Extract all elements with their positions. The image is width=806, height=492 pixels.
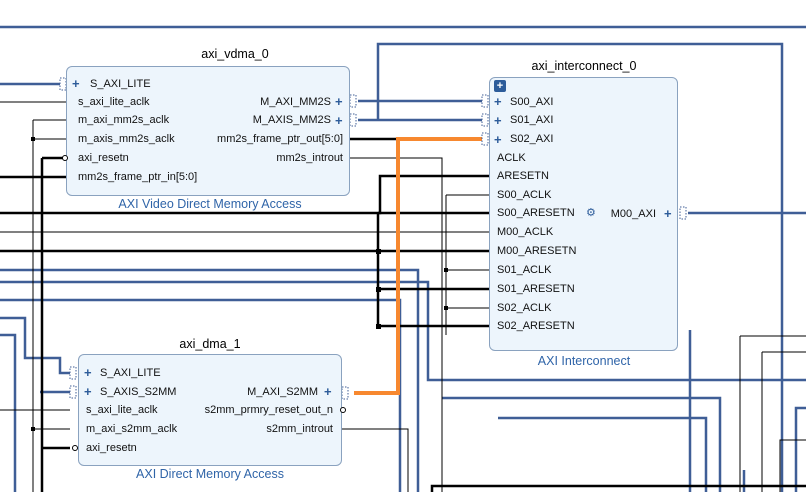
net-right-thin-5[interactable] (779, 439, 806, 492)
ic-port-s01-aresetn[interactable]: S01_ARESETN (497, 283, 575, 295)
ic-port-s01-axi[interactable]: S01_AXI (510, 114, 554, 126)
ic-port-m00-aresetn[interactable]: M00_ARESETN (497, 245, 577, 257)
bus-net-left-1[interactable] (0, 268, 420, 492)
vdma-maxis-plus-icon[interactable]: + (335, 113, 343, 128)
dma-resetn-open-pin-icon[interactable] (72, 445, 78, 451)
ic-port-s00-aclk[interactable]: S00_ACLK (497, 189, 552, 201)
ic-port-m00-axi[interactable]: M00_AXI (610, 208, 656, 220)
bus-net-left-4[interactable] (0, 316, 70, 375)
dma-port-m-axi-s2mm[interactable]: M_AXI_S2MM (247, 386, 318, 398)
dma-port-s2mm-prmry-reset-out-n[interactable]: s2mm_prmry_reset_out_n (204, 404, 333, 416)
interconnect-collapse-icon[interactable]: + (494, 80, 506, 92)
dma-port-s-axis-s2mm[interactable]: S_AXIS_S2MM (100, 386, 177, 398)
dma-reset-out-open-pin-icon[interactable] (340, 407, 346, 413)
net-dma-introut[interactable] (340, 428, 409, 492)
dma-port-s-axi-lite[interactable]: S_AXI_LITE (100, 367, 161, 379)
signal-nets (0, 101, 806, 492)
dma-block[interactable] (78, 354, 342, 466)
vdma-resetn-open-pin-icon[interactable] (62, 155, 68, 161)
vdma-port-m-axi-mm2s[interactable]: M_AXI_MM2S (260, 96, 331, 108)
bus-net-vdma-maxis-loop[interactable] (376, 42, 784, 492)
dma-port-s2mm-introut[interactable]: s2mm_introut (266, 423, 333, 435)
net-junctions (31, 137, 448, 431)
net-highlight-s2mm-to-s02[interactable] (354, 137, 482, 395)
interconnect-block-title: axi_interconnect_0 (531, 59, 637, 73)
dma-saxis-plus-icon[interactable]: + (84, 384, 92, 399)
ic-port-s00-aresetn[interactable]: S00_ARESETN (497, 207, 575, 219)
bus-net-right-2[interactable] (442, 396, 722, 492)
interconnect-block[interactable] (489, 77, 678, 351)
dma-s2mm-plus-icon[interactable]: + (324, 384, 332, 399)
vdma-port-m-axis-mm2s-aclk[interactable]: m_axis_mm2s_aclk (78, 133, 175, 145)
vdma-block-subtitle: AXI Video Direct Memory Access (118, 197, 302, 211)
vdma-port-axi-resetn[interactable]: axi_resetn (78, 152, 129, 164)
net-reset-aresetn[interactable] (0, 174, 498, 215)
vdma-port-mm2s-frame-ptr-in[interactable]: mm2s_frame_ptr_in[5:0] (78, 171, 198, 183)
bus-stubs (59, 77, 687, 400)
ic-port-s01-aclk[interactable]: S01_ACLK (497, 264, 552, 276)
ic-port-s02-axi[interactable]: S02_AXI (510, 133, 554, 145)
ic-s00-plus-icon[interactable]: + (494, 94, 502, 109)
dma-block-subtitle: AXI Direct Memory Access (136, 467, 284, 481)
dma-saxilite-plus-icon[interactable]: + (84, 365, 92, 380)
interconnect-gear-icon: ⚙ (586, 207, 596, 219)
vdma-block-title: axi_vdma_0 (201, 47, 269, 61)
ic-port-aclk[interactable]: ACLK (497, 152, 526, 164)
vdma-saxilite-plus-icon[interactable]: + (72, 76, 80, 91)
vdma-port-mm2s-introut[interactable]: mm2s_introut (276, 152, 343, 164)
ic-s01-plus-icon[interactable]: + (494, 113, 502, 128)
net-bottom-thick[interactable] (430, 484, 806, 492)
vdma-port-m-axis-mm2s[interactable]: M_AXIS_MM2S (252, 114, 331, 126)
interconnect-block-subtitle: AXI Interconnect (537, 354, 631, 368)
bus-net-right-4[interactable] (794, 406, 806, 492)
vdma-block[interactable] (66, 66, 350, 196)
ic-port-s02-aresetn[interactable]: S02_ARESETN (497, 320, 575, 332)
ic-port-s00-axi[interactable]: S00_AXI (510, 96, 554, 108)
vdma-mm2s-plus-icon[interactable]: + (335, 94, 343, 109)
dma-port-axi-resetn[interactable]: axi_resetn (86, 442, 137, 454)
vdma-port-m-axi-mm2s-aclk[interactable]: m_axi_mm2s_aclk (78, 114, 170, 126)
dma-port-m-axi-s2mm-aclk[interactable]: m_axi_s2mm_aclk (86, 423, 178, 435)
bus-net-right-3[interactable] (498, 416, 708, 492)
ic-port-s02-aclk[interactable]: S02_ACLK (497, 302, 552, 314)
ic-s02-plus-icon[interactable]: + (494, 132, 502, 147)
net-vdma-introut[interactable] (350, 157, 443, 492)
dma-block-title: axi_dma_1 (179, 337, 241, 351)
vdma-port-s-axi-lite-aclk[interactable]: s_axi_lite_aclk (78, 96, 150, 108)
dma-port-s-axi-lite-aclk[interactable]: s_axi_lite_aclk (86, 404, 158, 416)
bus-net-left-2[interactable] (0, 280, 806, 382)
vdma-port-mm2s-frame-ptr-out[interactable]: mm2s_frame_ptr_out[5:0] (217, 133, 343, 145)
ic-m00-plus-icon[interactable]: + (664, 206, 672, 221)
ic-port-aresetn[interactable]: ARESETN (497, 170, 549, 182)
vdma-port-s-axi-lite[interactable]: S_AXI_LITE (90, 78, 151, 90)
bus-net-left-5[interactable] (0, 333, 17, 492)
ic-port-m00-aclk[interactable]: M00_ACLK (497, 226, 554, 238)
